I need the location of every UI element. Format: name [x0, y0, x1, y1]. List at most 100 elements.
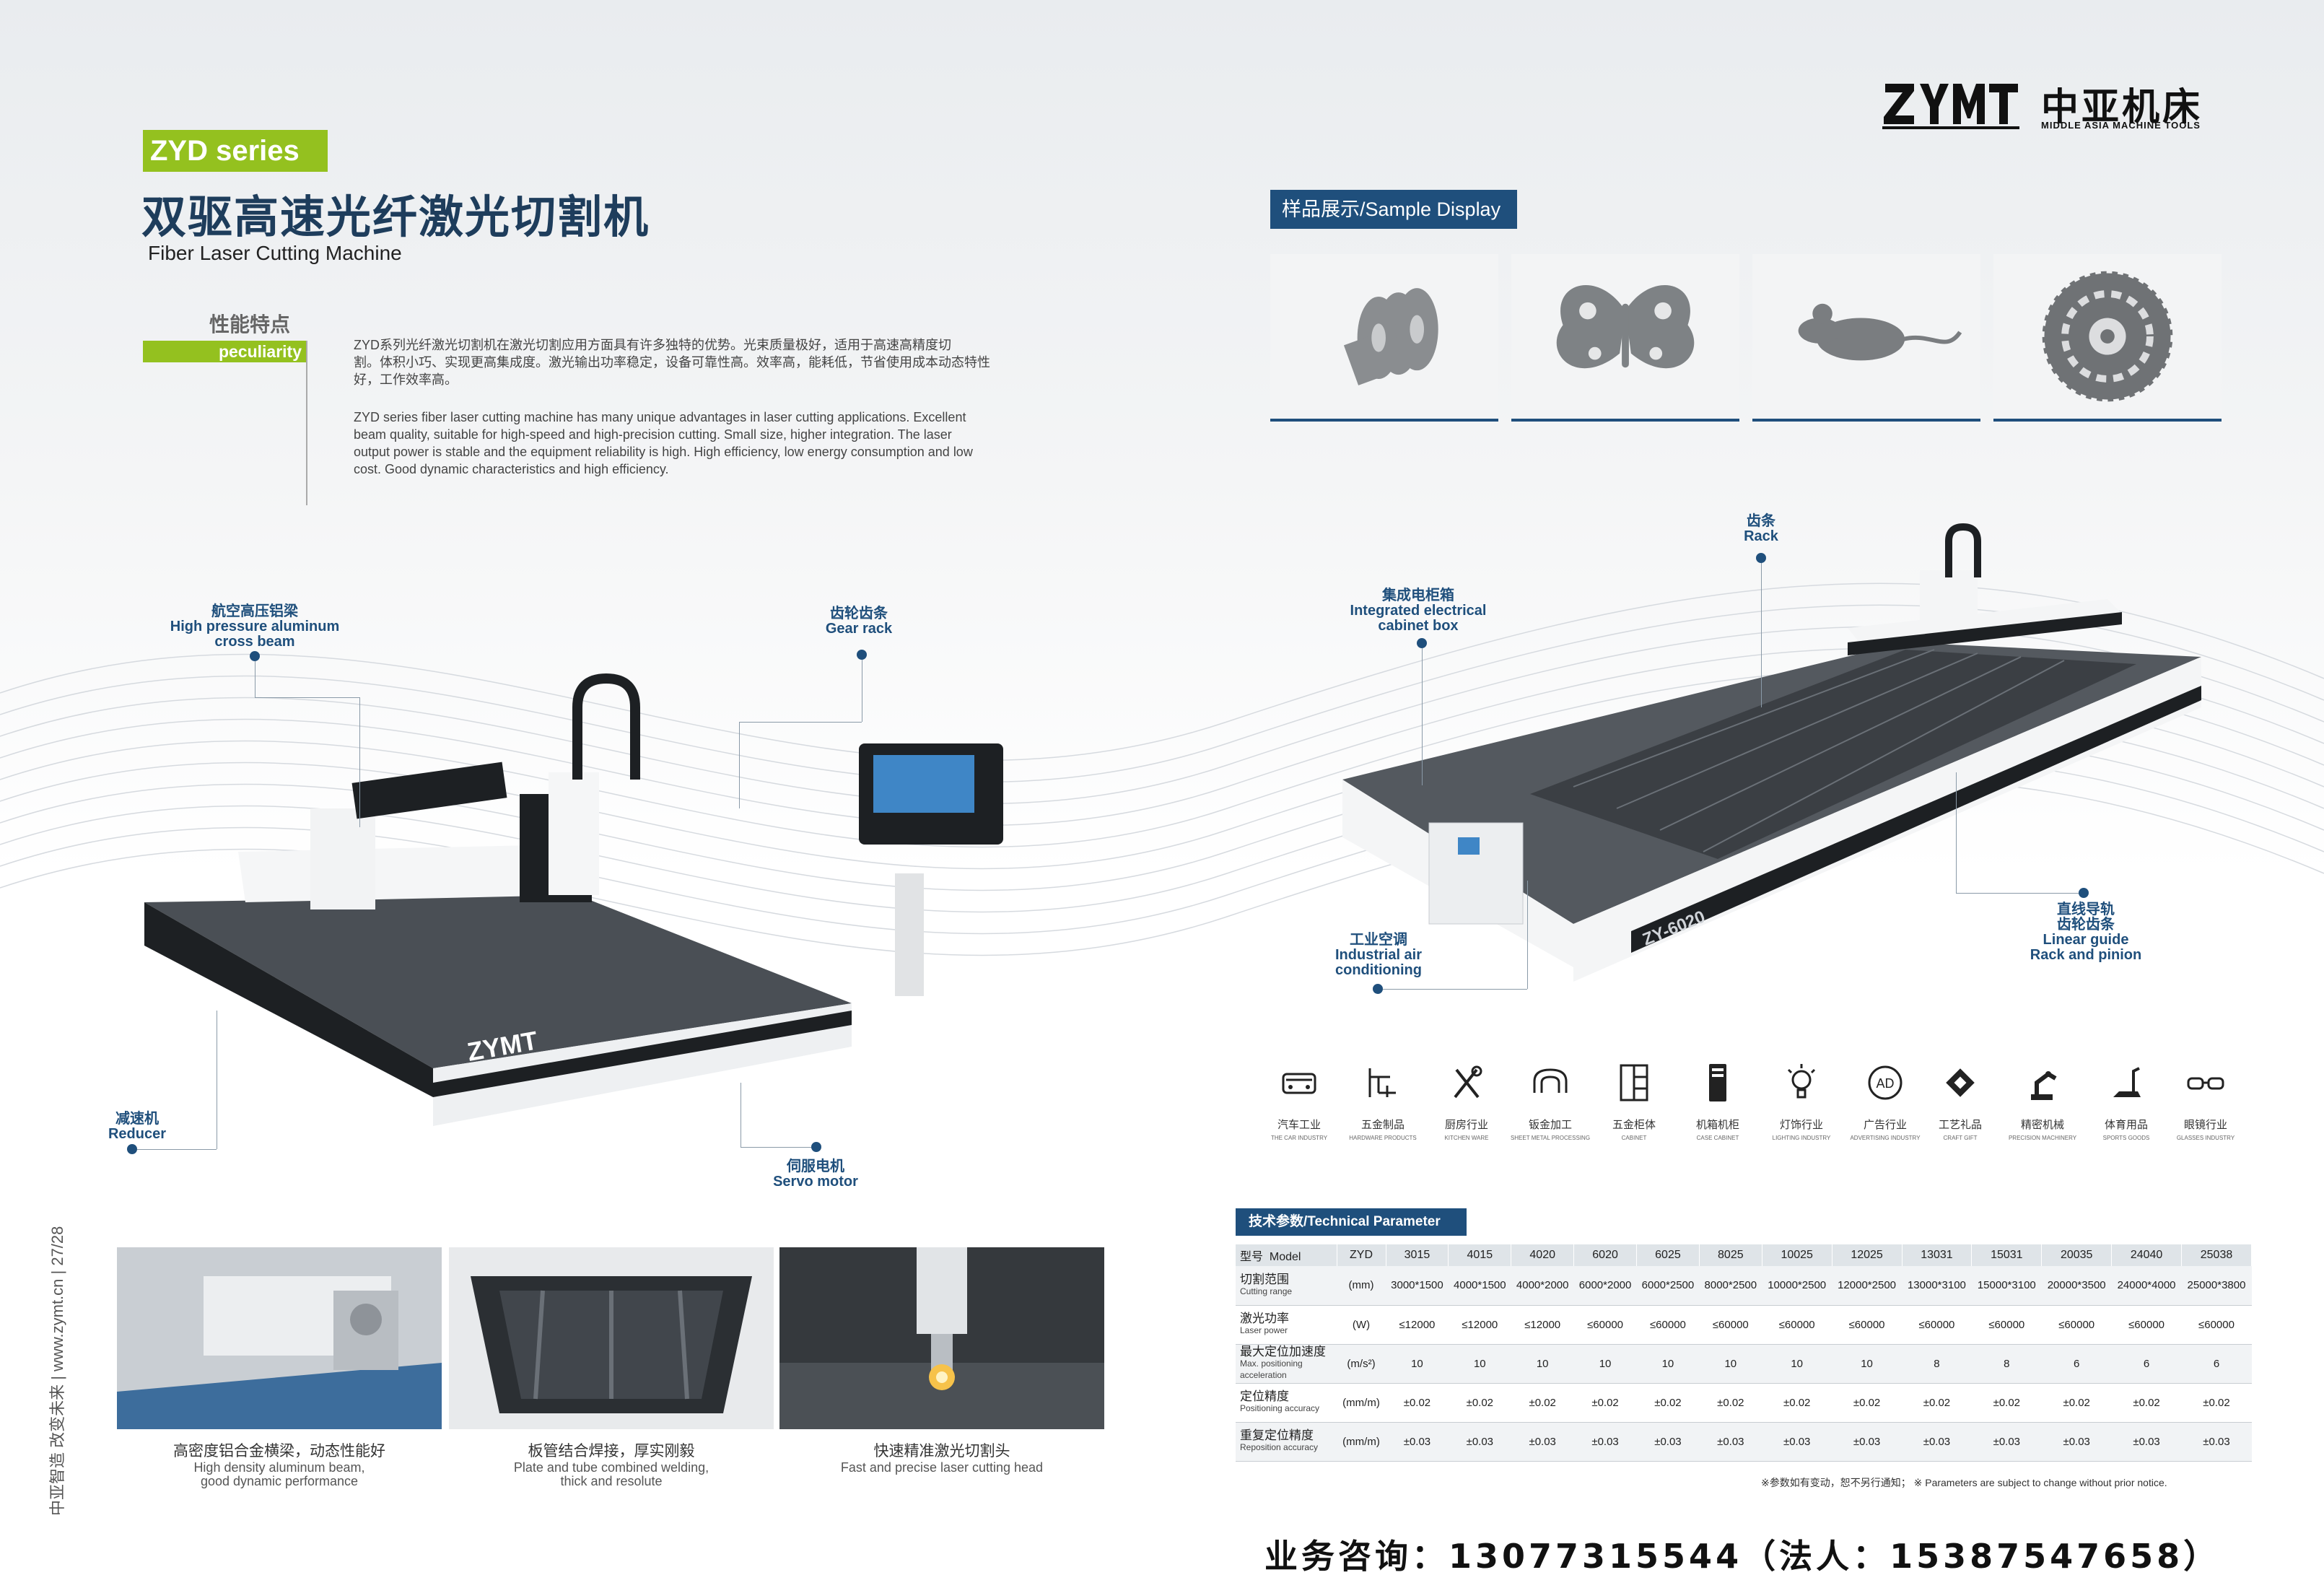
table-header-cell: 6020 — [1573, 1244, 1637, 1266]
table-cell: ±0.03 — [2111, 1422, 2182, 1462]
industry-item: 钣金加工 SHEET METAL PROCESSING — [1507, 1061, 1594, 1141]
table-cell: 8 — [1971, 1344, 2042, 1384]
callout-air-en: Industrial air — [1334, 947, 1423, 963]
callout-line — [255, 697, 359, 698]
table-header-cell: 4015 — [1448, 1244, 1512, 1266]
aluminum-beam-photo — [117, 1247, 442, 1429]
table-cell: ±0.03 — [1573, 1422, 1637, 1462]
table-header-model: 型号 Model — [1236, 1244, 1337, 1266]
industry-label-en: CASE CABINET — [1696, 1135, 1739, 1141]
callout-dot — [1756, 553, 1766, 563]
callout-cabinet-en: cabinet box — [1378, 618, 1459, 634]
table-cell: 6 — [2111, 1344, 2182, 1384]
industry-item: 汽车工业 THE CAR INDUSTRY — [1256, 1061, 1342, 1141]
callout-line — [1956, 893, 2079, 894]
callout-line — [739, 722, 740, 808]
sheet-metal-icon — [1533, 1068, 1568, 1093]
table-cell: ±0.03 — [1448, 1422, 1511, 1462]
industry-item: 五金柜体 CABINET — [1591, 1061, 1677, 1141]
industry-label-cn: 灯饰行业 — [1779, 1118, 1823, 1131]
table-header-cell: 15031 — [1971, 1244, 2043, 1266]
table-cell: ≤60000 — [2041, 1305, 2112, 1345]
table-cell: 6000*2500 — [1636, 1266, 1700, 1306]
case-cabinet-icon — [1709, 1064, 1726, 1101]
callout-guide-en: Rack and pinion — [2030, 947, 2142, 963]
callout-dot — [250, 651, 260, 661]
page-title-en: Fiber Laser Cutting Machine — [148, 242, 402, 264]
table-cell: ±0.02 — [2181, 1383, 2252, 1423]
table-cell: ±0.02 — [1386, 1383, 1449, 1423]
industry-item: 厨房行业 KITCHEN WARE — [1423, 1061, 1510, 1141]
industry-label-en: HARDWARE PRODUCTS — [1349, 1135, 1417, 1141]
row-unit: (mm) — [1337, 1266, 1386, 1306]
table-cell: 4000*1500 — [1448, 1266, 1511, 1306]
sample-display-heading: 样品展示/Sample Display — [1270, 190, 1517, 229]
table-header-cell: 12025 — [1832, 1244, 1903, 1266]
craft-gift-icon — [1946, 1068, 1975, 1097]
table-cell: 10000*2500 — [1762, 1266, 1832, 1306]
row-label-en: Cutting range — [1240, 1286, 1293, 1296]
row-label-cn: 激光功率 — [1240, 1312, 1289, 1326]
large-laser-cutting-machine-image: ZY-6020 — [1342, 523, 2201, 982]
advertising-icon-text: AD — [1876, 1076, 1894, 1091]
callout-beam: 航空高压铝梁 High pressure aluminum cross beam — [150, 604, 359, 650]
callout-air-conditioning: 工业空调 Industrial air conditioning — [1314, 933, 1443, 978]
feature-divider — [306, 341, 307, 505]
description-cn-line: 好，工作效率高。 — [354, 372, 458, 387]
callout-reducer-en: Reducer — [108, 1126, 167, 1142]
lighting-icon — [1787, 1064, 1816, 1099]
table-header-cell: 20035 — [2041, 1244, 2113, 1266]
industry-label-cn: 汽车工业 — [1277, 1118, 1321, 1131]
table-cell: 3000*1500 — [1386, 1266, 1449, 1306]
row-label-en: Positioning accuracy — [1240, 1403, 1320, 1413]
cutting-head-photo — [779, 1247, 1104, 1429]
sports-goods-icon — [2113, 1067, 2141, 1097]
table-cell: ±0.03 — [2041, 1422, 2112, 1462]
table-header-cell: 4020 — [1511, 1244, 1575, 1266]
description-en-line: cost. Good dynamic characteristics and h… — [354, 462, 669, 476]
sample-gears-image — [1270, 254, 1498, 422]
row-label-cn: 最大定位加速度 — [1240, 1345, 1326, 1359]
photo-caption-en-line: thick and resolute — [560, 1474, 663, 1488]
industry-label-en: ADVERTISING INDUSTRY — [1850, 1135, 1921, 1141]
industry-item: 灯饰行业 LIGHTING INDUSTRY — [1758, 1061, 1845, 1141]
photo-caption-en-line: Plate and tube combined welding, — [513, 1460, 709, 1475]
description-en-line: beam quality, suitable for high-speed an… — [354, 427, 952, 442]
cabinet-icon — [1620, 1064, 1648, 1101]
table-cell: ≤60000 — [1971, 1305, 2042, 1345]
table-cell: 10 — [1832, 1344, 1902, 1384]
callout-air-en: conditioning — [1335, 962, 1422, 978]
table-header-cell: 3015 — [1386, 1244, 1449, 1266]
industry-label-cn: 钣金加工 — [1528, 1118, 1572, 1131]
callout-rack-cn: 齿条 — [1747, 513, 1775, 529]
callout-servo-cn: 伺服电机 — [787, 1159, 844, 1174]
advertising-icon: AD — [1868, 1065, 1903, 1100]
photo-caption-en: Fast and precise laser cutting head — [840, 1460, 1044, 1475]
industry-label-cn: 五金制品 — [1360, 1118, 1405, 1131]
table-cell: 4000*2000 — [1511, 1266, 1574, 1306]
industry-item: 眼镜行业 GLASSES INDUSTRY — [2162, 1061, 2249, 1141]
industry-label-en: CABINET — [1621, 1135, 1647, 1141]
table-cell: ±0.02 — [1971, 1383, 2042, 1423]
photo-caption-cn: 快速精准激光切割头 — [873, 1442, 1010, 1460]
parameter-footnote: ※参数如有变动，恕不另行通知； ※ Parameters are subject… — [1761, 1477, 2167, 1488]
sample-butterfly-image — [1511, 254, 1739, 422]
callout-line — [741, 1147, 811, 1148]
callout-line — [1527, 881, 1528, 989]
table-cell: ±0.02 — [1699, 1383, 1762, 1423]
industry-label-cn: 体育用品 — [2104, 1118, 2148, 1131]
table-cell: ≤60000 — [1832, 1305, 1902, 1345]
industry-item: 机箱机柜 CASE CABINET — [1674, 1061, 1761, 1141]
hardware-icon — [1368, 1068, 1396, 1097]
callout-servo-en: Servo motor — [773, 1174, 858, 1190]
industry-label-en: SHEET METAL PROCESSING — [1510, 1135, 1591, 1141]
callout-dot — [127, 1144, 137, 1154]
table-cell: 6000*2000 — [1573, 1266, 1637, 1306]
